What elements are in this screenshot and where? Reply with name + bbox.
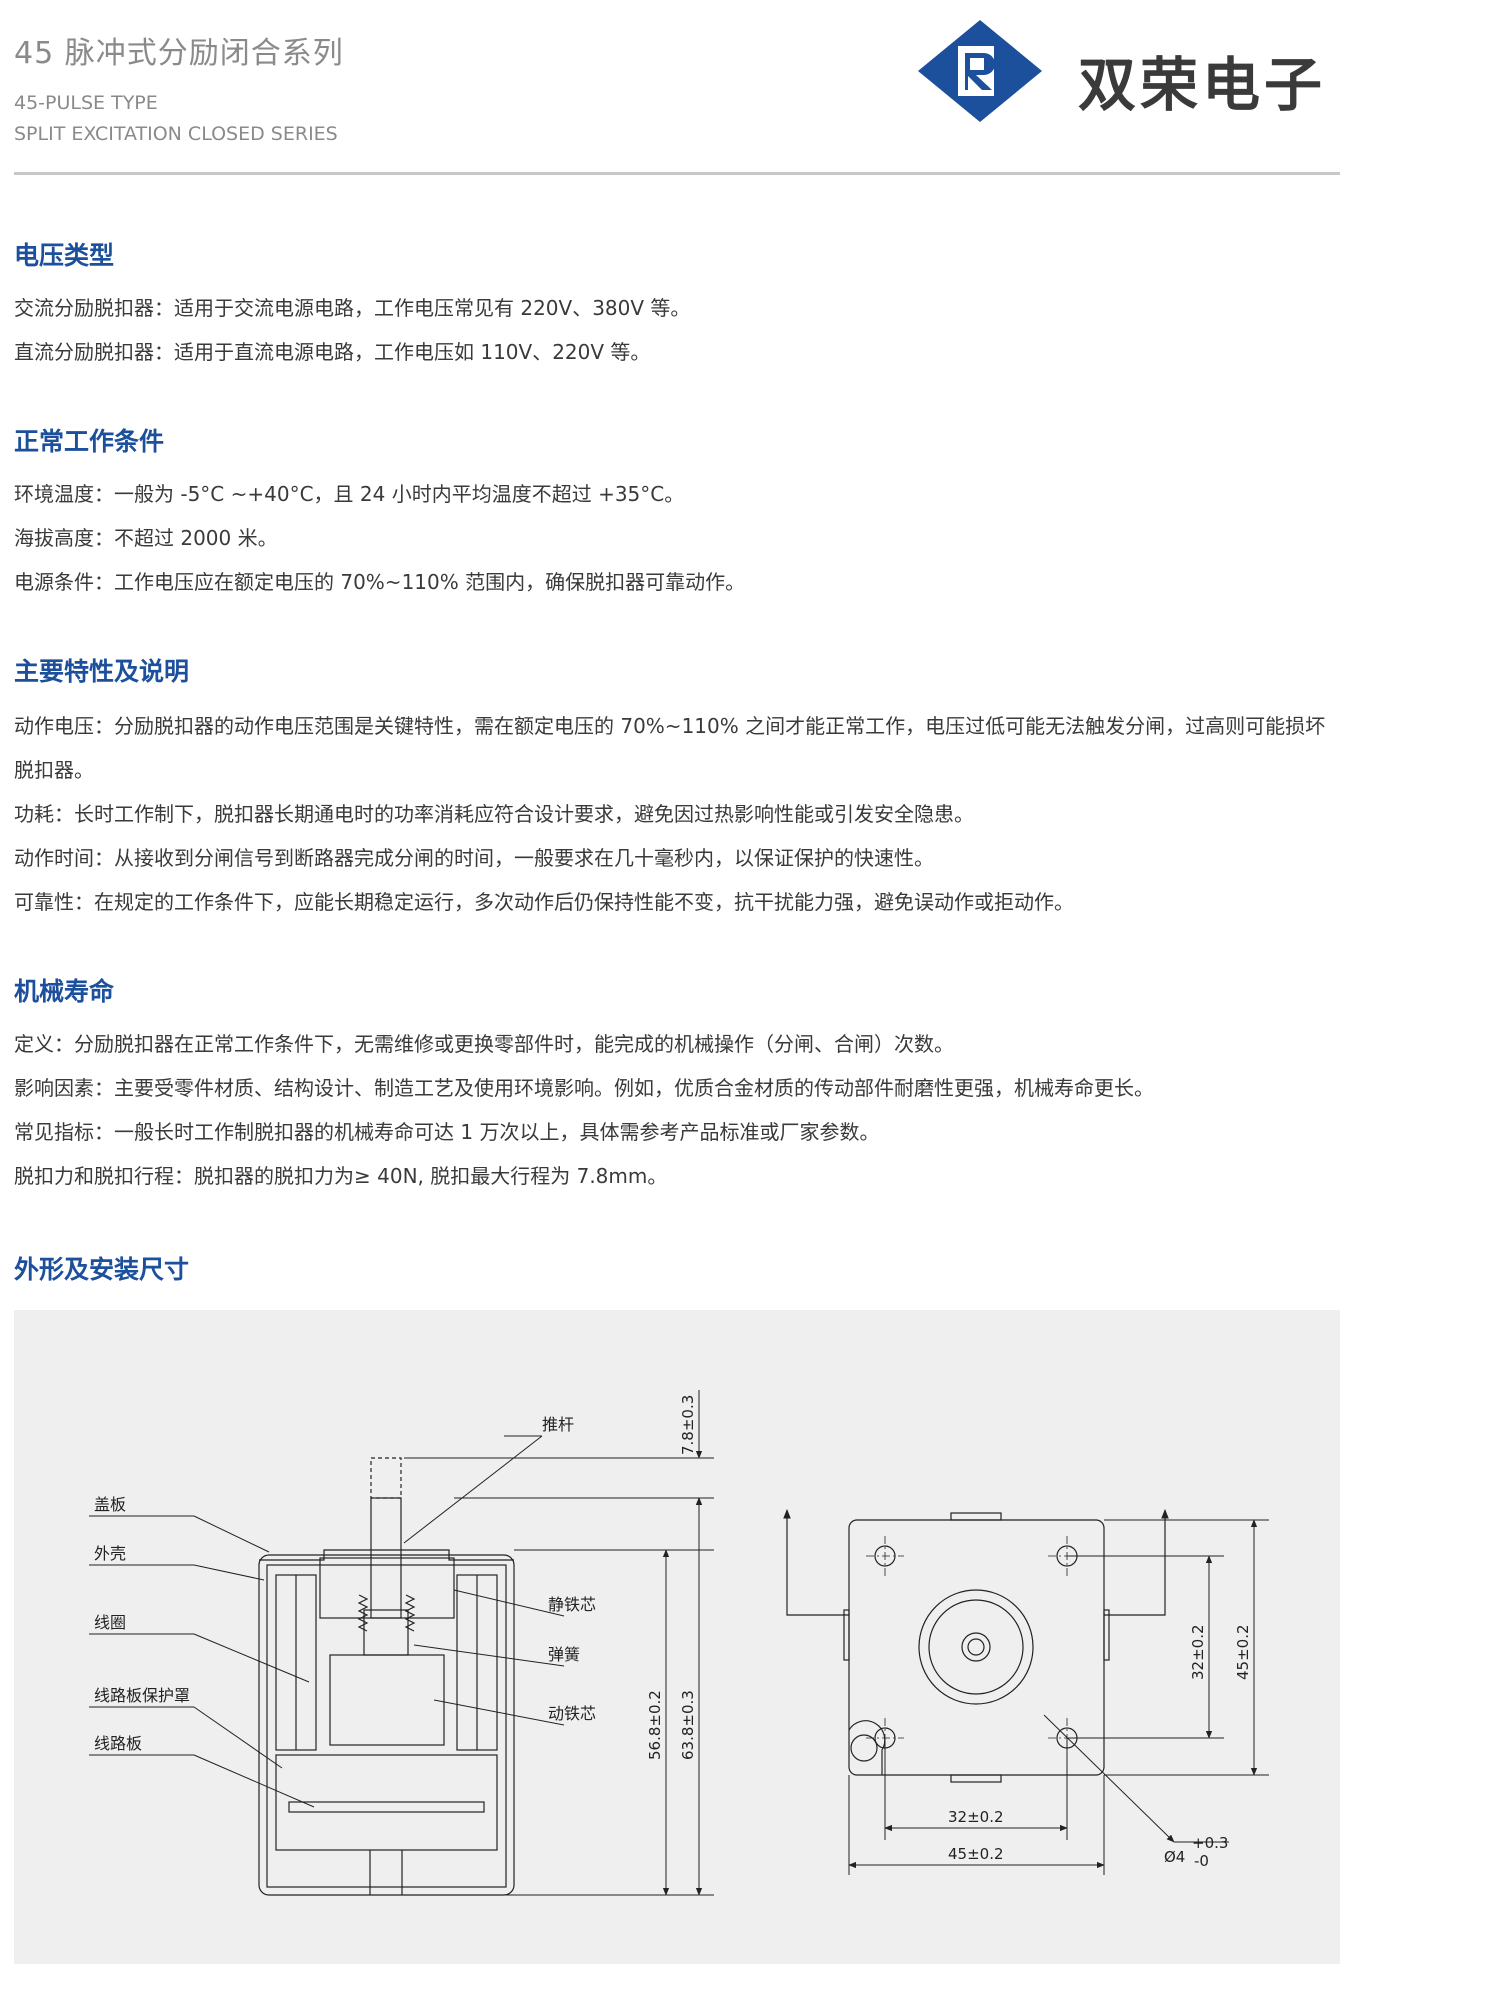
top-centerlines (866, 1536, 1086, 1758)
features-line-voltage: 动作电压：分励脱扣器的动作电压范围是关键特性，需在额定电压的 70%~110% … (14, 714, 1326, 782)
top-boss-inner (928, 1599, 1024, 1695)
top-tab-right (1103, 1609, 1110, 1661)
top-tab-left (843, 1609, 850, 1661)
voltage-line-dc: 直流分励脱扣器：适用于直流电源电路，工作电压如 110V、220V 等。 (14, 340, 651, 364)
conditions-line-altitude: 海拔高度：不超过 2000 米。 (14, 526, 278, 550)
dim-stroke: 7.8±0.3 (679, 1395, 697, 1455)
shell-inner (266, 1564, 507, 1888)
brand-mark-icon (918, 20, 1042, 122)
dim-hole-pitch-v: 32±0.2 (1189, 1624, 1207, 1680)
series-subtitle-line1: 45-PULSE TYPE (14, 92, 158, 114)
conditions-line-power: 电源条件：工作电压应在额定电压的 70%~110% 范围内，确保脱扣器可靠动作。 (14, 570, 746, 594)
label-shell: 外壳 (94, 1544, 126, 1563)
side-labels: 推杆 盖板 外壳 线圈 线路板保护罩 线路板 静铁芯 弹簧 动铁芯 7.8±0.… (94, 1395, 697, 1760)
label-coil: 线圈 (94, 1613, 126, 1632)
dim-body-height: 56.8±0.2 (646, 1690, 664, 1760)
series-title: 45 脉冲式分励闭合系列 (14, 36, 344, 71)
brand-logo: 双荣电子 (918, 20, 1348, 122)
dim-hole-tol-plus: +0.3 (1192, 1834, 1228, 1852)
features-line-reliability: 可靠性：在规定的工作条件下，应能长期稳定运行，多次动作后仍保持性能不变，抗干扰能… (14, 890, 1074, 914)
top-corner-notch (848, 1720, 886, 1775)
dim-total-height: 63.8±0.3 (679, 1690, 697, 1760)
section-body-voltage: 交流分励脱扣器：适用于交流电源电路，工作电压常见有 220V、380V 等。 直… (14, 286, 1344, 374)
series-subtitle-line2: SPLIT EXCITATION CLOSED SERIES (14, 123, 338, 145)
section-title-dimensions: 外形及安装尺寸 (14, 1255, 190, 1284)
features-line-power: 功耗：长时工作制下，脱扣器长期通电时的功率消耗应符合设计要求，避免因过热影响性能… (14, 802, 974, 826)
dimension-drawing: 推杆 盖板 外壳 线圈 线路板保护罩 线路板 静铁芯 弹簧 动铁芯 7.8±0.… (89, 1390, 1269, 1896)
dim-hole-tol-minus: -0 (1194, 1852, 1209, 1870)
label-pcb-cover: 线路板保护罩 (94, 1686, 190, 1705)
section-title-voltage: 电压类型 (14, 241, 115, 270)
side-leaders (89, 1435, 565, 1808)
label-spring: 弹簧 (548, 1645, 580, 1664)
life-line-factors: 影响因素：主要受零件材质、结构设计、制造工艺及使用环境影响。例如，优质合金材质的… (14, 1076, 1154, 1100)
dim-hole-dia: Ø4 (1164, 1848, 1185, 1866)
side-dimensions (404, 1390, 714, 1896)
section-title-conditions: 正常工作条件 (14, 427, 165, 456)
top-tab-top (950, 1512, 1002, 1521)
section-title-features: 主要特性及说明 (14, 657, 190, 686)
label-pcb: 线路板 (94, 1734, 142, 1753)
shell-outline (258, 1554, 515, 1896)
section-marker (783, 1509, 1169, 1616)
top-tab-bottom (950, 1774, 1002, 1783)
life-line-indicator: 常见指标：一般长时工作制脱扣器的机械寿命可达 1 万次以上，具体需参考产品标准或… (14, 1120, 880, 1144)
side-section-view (258, 1457, 515, 1896)
dim-hole-pitch-h: 32±0.2 (948, 1808, 1004, 1826)
top-rod-inner (967, 1638, 985, 1656)
section-body-conditions: 环境温度：一般为 -5°C ~+40°C，且 24 小时内平均温度不超过 +35… (14, 472, 1344, 604)
label-push-rod: 推杆 (542, 1415, 574, 1434)
top-corner-hole (850, 1734, 878, 1762)
life-line-definition: 定义：分励脱扣器在正常工作条件下，无需维修或更换零部件时，能完成的机械操作（分闸… (14, 1032, 954, 1056)
conditions-line-temperature: 环境温度：一般为 -5°C ~+40°C，且 24 小时内平均温度不超过 +35… (14, 482, 685, 506)
top-labels: 32±0.2 45±0.2 32±0.2 45±0.2 Ø4 +0.3 -0 (948, 1624, 1252, 1870)
header-divider (14, 172, 1340, 175)
section-body-features: 动作电压：分励脱扣器的动作电压范围是关键特性，需在额定电压的 70%~110% … (14, 704, 1344, 924)
dimension-drawing-panel: 推杆 盖板 外壳 线圈 线路板保护罩 线路板 静铁芯 弹簧 动铁芯 7.8±0.… (14, 1310, 1340, 1964)
pcb-shape (288, 1801, 485, 1813)
life-line-force-stroke: 脱扣力和脱扣行程：脱扣器的脱扣力为≥ 40N, 脱扣最大行程为 7.8mm。 (14, 1164, 668, 1188)
dim-width-h: 45±0.2 (948, 1845, 1004, 1863)
voltage-line-ac: 交流分励脱扣器：适用于交流电源电路，工作电压常见有 220V、380V 等。 (14, 296, 691, 320)
dim-width-v: 45±0.2 (1234, 1624, 1252, 1680)
label-static-core: 静铁芯 (548, 1595, 596, 1614)
pcb-cover-shape (275, 1754, 498, 1851)
spring-right (404, 1594, 416, 1632)
label-moving-core: 动铁芯 (548, 1704, 596, 1723)
rod-guide (363, 1609, 409, 1656)
top-boss-outer (918, 1589, 1034, 1705)
top-rod-outer (961, 1632, 991, 1662)
section-title-life: 机械寿命 (14, 977, 115, 1006)
label-cover: 盖板 (94, 1495, 126, 1514)
top-dimensions (848, 1519, 1269, 1875)
features-line-time: 动作时间：从接收到分闸信号到断路器完成分闸的时间，一般要求在几十毫秒内，以保证保… (14, 846, 934, 870)
spring-left (357, 1594, 369, 1632)
cover-plate-shape (259, 1549, 514, 1561)
page-header: 45 脉冲式分励闭合系列 45-PULSE TYPE SPLIT EXCITAT… (0, 0, 1340, 175)
brand-name: 双荣电子 (1078, 51, 1327, 119)
section-body-life: 定义：分励脱扣器在正常工作条件下，无需维修或更换零部件时，能完成的机械操作（分闸… (14, 1022, 1344, 1198)
static-core-shape (319, 1557, 455, 1619)
top-view (843, 1512, 1110, 1783)
moving-core-shape (329, 1654, 445, 1746)
